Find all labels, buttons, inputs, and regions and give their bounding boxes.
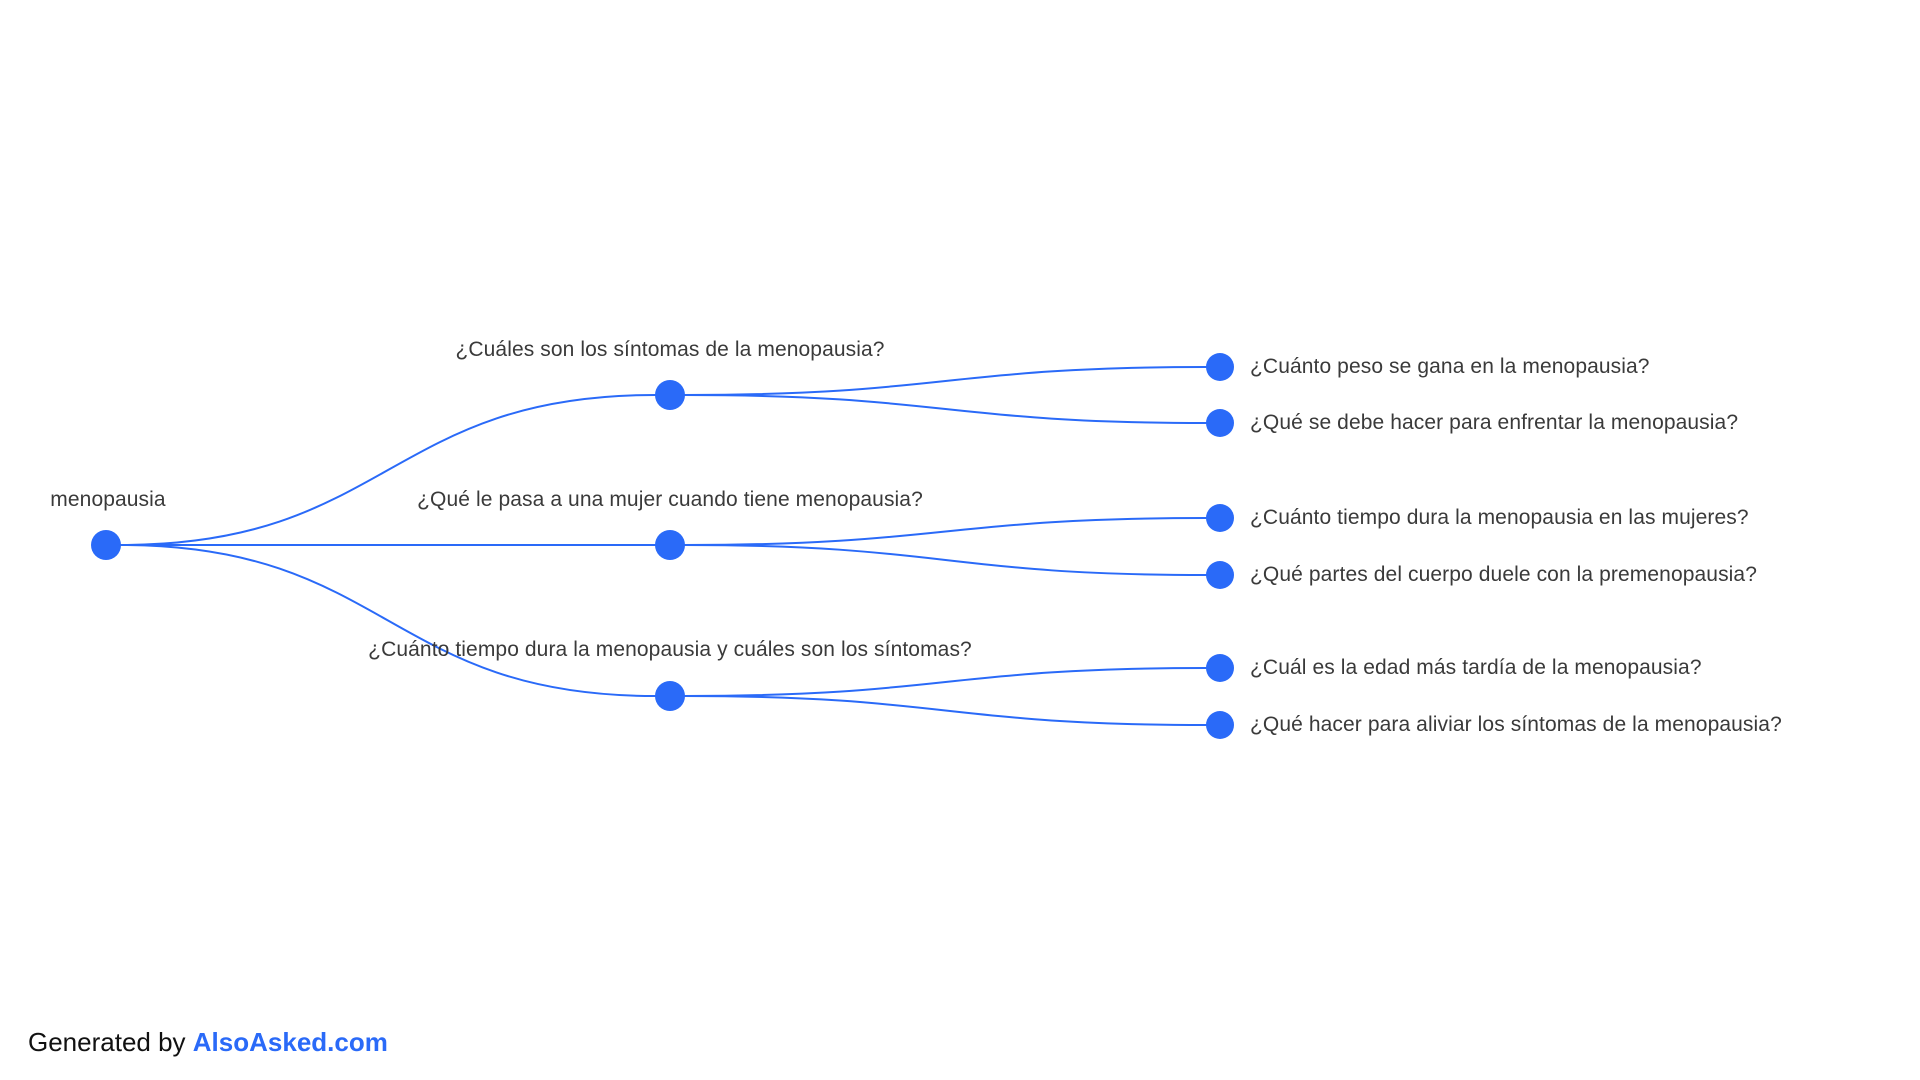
leaf-node-1-2[interactable] bbox=[1206, 409, 1234, 437]
link-branch-3-to-leaf-1 bbox=[684, 667, 1207, 697]
nodes-layer bbox=[91, 353, 1234, 739]
leaf-node-label-1-2: ¿Qué se debe hacer para enfrentar la men… bbox=[1250, 411, 1739, 434]
leaf-node-label-2-1: ¿Cuánto tiempo dura la menopausia en las… bbox=[1250, 506, 1749, 529]
root-node-label: menopausia bbox=[50, 488, 166, 511]
leaf-node-label-3-1: ¿Cuál es la edad más tardía de la menopa… bbox=[1250, 656, 1702, 679]
branch-node-label-2: ¿Qué le pasa a una mujer cuando tiene me… bbox=[417, 488, 923, 511]
footer-attribution: Generated by AlsoAsked.com bbox=[28, 1026, 388, 1058]
branch-node-label-1: ¿Cuáles son los síntomas de la menopausi… bbox=[455, 338, 885, 361]
leaf-node-2-2[interactable] bbox=[1206, 561, 1234, 589]
leaf-node-label-3-2: ¿Qué hacer para aliviar los síntomas de … bbox=[1250, 713, 1782, 736]
leaf-node-label-1-1: ¿Cuánto peso se gana en la menopausia? bbox=[1250, 355, 1650, 378]
link-branch-2-to-leaf-1 bbox=[684, 517, 1207, 546]
branch-node-label-3: ¿Cuánto tiempo dura la menopausia y cuál… bbox=[368, 638, 972, 661]
link-branch-1-to-leaf-1 bbox=[684, 366, 1207, 396]
root-node[interactable] bbox=[91, 530, 121, 560]
link-branch-2-to-leaf-2 bbox=[684, 544, 1207, 576]
branch-node-1[interactable] bbox=[655, 380, 685, 410]
leaf-node-3-2[interactable] bbox=[1206, 711, 1234, 739]
links-layer bbox=[120, 366, 1207, 726]
branch-node-3[interactable] bbox=[655, 681, 685, 711]
link-root-to-branch-3 bbox=[120, 544, 656, 697]
leaf-node-1-1[interactable] bbox=[1206, 353, 1234, 381]
link-branch-3-to-leaf-2 bbox=[684, 695, 1207, 726]
footer-brand-link[interactable]: AlsoAsked.com bbox=[192, 1027, 388, 1057]
link-root-to-branch-1 bbox=[120, 394, 656, 546]
leaf-node-3-1[interactable] bbox=[1206, 654, 1234, 682]
leaf-node-label-2-2: ¿Qué partes del cuerpo duele con la prem… bbox=[1250, 563, 1757, 586]
footer-generated-by-text: Generated by bbox=[28, 1027, 193, 1057]
branch-node-2[interactable] bbox=[655, 530, 685, 560]
leaf-node-2-1[interactable] bbox=[1206, 504, 1234, 532]
link-branch-1-to-leaf-2 bbox=[684, 394, 1207, 424]
